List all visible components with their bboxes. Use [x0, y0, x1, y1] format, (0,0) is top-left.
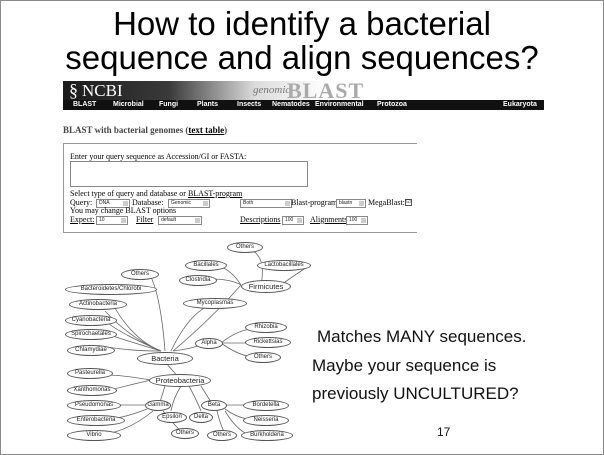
- blast-form: Enter your query sequence as Accession/G…: [63, 143, 412, 233]
- nav-item-microbial[interactable]: Microbial: [113, 101, 144, 108]
- node-others-beta: Others: [207, 430, 237, 441]
- node-bacteria: Bacteria: [137, 352, 193, 365]
- blast-form-edge: [411, 143, 417, 233]
- megablast-checkbox[interactable]: ☑: [405, 199, 412, 206]
- descriptions-link[interactable]: Descriptions: [240, 215, 281, 224]
- branch-delta: [188, 385, 202, 412]
- node-others-alpha: Others: [245, 352, 281, 363]
- megablast-label: MegaBlast:: [368, 198, 405, 207]
- nav-item-eukaryota[interactable]: Eukaryota: [503, 101, 537, 108]
- ncbi-helix-icon: §: [69, 80, 78, 100]
- branch-others-left: [150, 276, 166, 352]
- page-number: 17: [437, 425, 451, 439]
- node-clostridia: Clostridia: [179, 275, 217, 286]
- genomic-label: genomic: [253, 84, 291, 96]
- descriptions-select[interactable]: 100: [282, 216, 304, 225]
- side-text-line-1: Matches MANY sequences.: [317, 327, 527, 346]
- node-epsilon: Epsilon: [157, 412, 187, 423]
- node-cyanobacteria: Cyanobacteria: [65, 315, 117, 326]
- ncbi-header: §NCBI genomic BLAST BLAST Microbial Fung…: [63, 78, 544, 111]
- node-lactobacillales: Lactobacillales: [257, 260, 311, 271]
- branch-pasteurella: [106, 374, 152, 381]
- query-sequence-input[interactable]: [70, 161, 308, 187]
- node-proteobacteria: Proteobacteria: [149, 374, 211, 387]
- node-others-top: Others: [227, 242, 263, 253]
- nav-item-plants[interactable]: Plants: [197, 101, 219, 108]
- node-burkholderia: Burkholderia: [241, 430, 293, 441]
- filter-select[interactable]: default: [158, 216, 202, 225]
- nav-item-environmental[interactable]: Environmental: [315, 101, 364, 108]
- query-label: Query:: [70, 198, 93, 207]
- descriptions-label: Descriptions: [240, 215, 280, 224]
- side-text-line-2: Maybe your sequence is: [312, 356, 497, 375]
- node-beta: Beta: [201, 400, 227, 411]
- node-alpha: Alpha: [195, 338, 223, 349]
- node-chlamydiae: Chlamydiae: [67, 345, 115, 356]
- node-others-gamma: Others: [171, 428, 199, 439]
- node-pseudomonas: Pseudomonas: [67, 400, 121, 411]
- node-others-left: Others: [121, 269, 159, 280]
- alignments-select[interactable]: 100: [346, 216, 368, 225]
- ncbi-banner: [63, 81, 544, 100]
- node-firmicutes: Firmicutes: [241, 280, 291, 293]
- nav-item-insects[interactable]: Insects: [237, 101, 262, 108]
- branch-epsilon: [170, 385, 182, 412]
- blast-program-label: Blast-program:: [291, 198, 340, 207]
- node-rickettsias: Rickettsias: [245, 337, 291, 348]
- node-neisseria: Neisseria: [243, 415, 289, 426]
- node-gamma: Gamma: [145, 400, 171, 411]
- ncbi-logo[interactable]: §NCBI: [69, 80, 123, 101]
- organism-select[interactable]: Both: [240, 199, 292, 208]
- select-type-text: Select type of query and database or: [70, 189, 188, 198]
- slide-title-line-2: sequence and align sequences?: [65, 39, 539, 76]
- change-options-label: You may change BLAST options: [70, 206, 177, 215]
- database-label: Database:: [132, 198, 164, 207]
- select-type-label: Select type of query and database or BLA…: [70, 189, 242, 198]
- expect-link[interactable]: Expect:: [70, 215, 95, 224]
- subtitle-text: BLAST with bacterial genomes (: [63, 125, 189, 135]
- node-actinobacteria: Actinobacteria: [69, 299, 127, 310]
- slide-title: How to identify a bacterial sequence and…: [1, 7, 603, 75]
- expect-select[interactable]: 10: [96, 216, 128, 225]
- nav-item-protozoa[interactable]: Protozoa: [377, 101, 407, 108]
- blast-program-link[interactable]: BLAST-program: [187, 189, 243, 198]
- ncbi-nav-bar: BLAST Microbial Fungi Plants Insects Nem…: [63, 100, 544, 110]
- alignments-label: Alignments: [310, 215, 347, 224]
- nav-item-fungi[interactable]: Fungi: [159, 101, 179, 108]
- query-sequence-label: Enter your query sequence as Accession/G…: [70, 152, 247, 161]
- filter-label: Filter: [136, 215, 153, 224]
- node-spirochaetales: Spirochaetales: [65, 329, 117, 340]
- blast-logo: BLAST: [287, 78, 365, 103]
- alignments-link[interactable]: Alignments: [310, 215, 348, 224]
- ncbi-logo-text: NCBI: [82, 81, 123, 100]
- node-vibrio: Vibrio: [67, 430, 121, 441]
- text-table-link[interactable]: text table: [188, 125, 225, 135]
- node-delta: Delta: [189, 412, 213, 423]
- node-enterobacteria: Enterobacteria: [67, 415, 125, 426]
- query-type-select[interactable]: DNA: [96, 199, 130, 208]
- node-rhizobia: Rhizobia: [245, 322, 287, 333]
- nav-item-blast[interactable]: BLAST: [73, 101, 97, 108]
- node-mycoplasmas: Mycoplasmas: [183, 298, 247, 309]
- blast-program-select[interactable]: blastn: [336, 199, 366, 208]
- node-bacteroidetes: Bacteroidetes/Chlorobi: [65, 284, 157, 295]
- node-bordetella: Bordetella: [243, 400, 289, 411]
- filter-link[interactable]: Filter: [136, 215, 154, 224]
- node-pasteurella: Pasteurella: [67, 368, 113, 379]
- expect-label: Expect:: [70, 215, 94, 224]
- taxonomy-tree: Others Bacillales Lactobacillales Others…: [61, 239, 321, 451]
- node-bacillales: Bacillales: [185, 260, 227, 271]
- node-xanthomonas: Xanthomonas: [67, 385, 117, 396]
- branch-firmicutes: [172, 284, 242, 352]
- slide-title-line-1: How to identify a bacterial: [113, 5, 491, 42]
- database-select[interactable]: Genomic: [168, 199, 210, 208]
- nav-item-nematodes[interactable]: Nematodes: [272, 101, 310, 108]
- blast-subtitle: BLAST with bacterial genomes (text table…: [63, 125, 227, 135]
- side-text-line-3: previously UNCULTURED?: [312, 384, 519, 403]
- subtitle-close: ): [224, 125, 228, 135]
